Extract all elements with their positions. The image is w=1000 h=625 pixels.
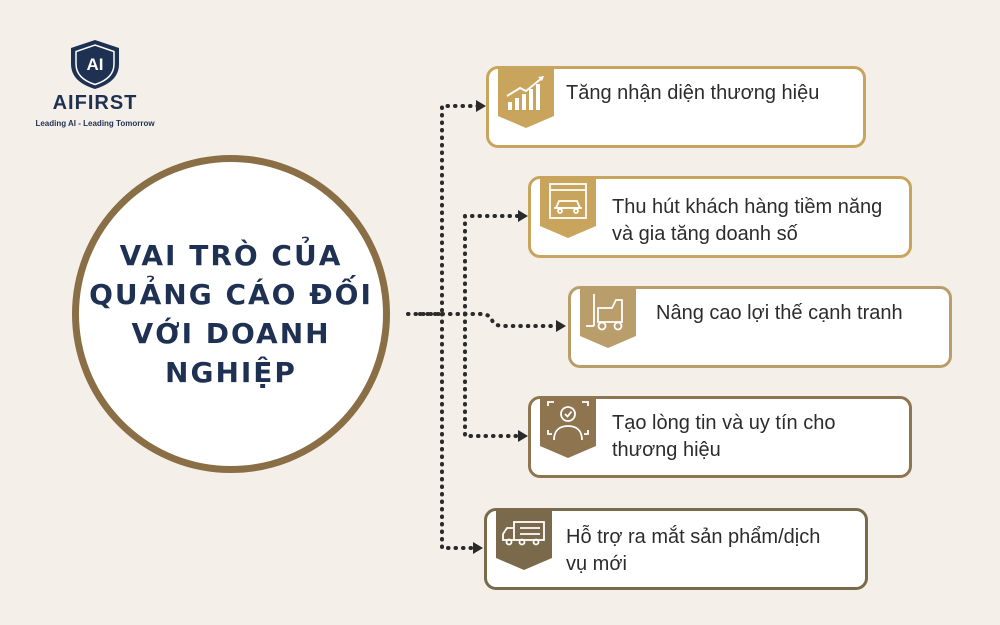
delivery-truck-icon (496, 508, 552, 570)
connector-3 (463, 312, 560, 328)
arrowhead-4 (518, 430, 528, 442)
role-label-5: Hỗ trợ ra mắt sản phẩm/dịch vụ mới (566, 526, 821, 575)
arrowhead-2 (518, 210, 528, 222)
diagram-title: VAI TRÒ CỦA QUẢNG CÁO ĐỐI VỚI DOANH NGHI… (89, 239, 373, 389)
forklift-icon (580, 286, 636, 348)
role-label-1: Tăng nhận diện thương hiệu (566, 82, 820, 104)
role-label-4: Tạo lòng tin và uy tín cho thương hiệu (612, 412, 836, 461)
brand-name: AIFIRST (52, 92, 138, 114)
role-label-2: Thu hút khách hàng tiềm năng và gia tăng… (612, 196, 883, 245)
arrowhead-5 (473, 542, 483, 554)
arrowhead-3 (556, 320, 566, 332)
brand-logo: AI AIFIRST Leading AI - Leading Tomorrow (30, 38, 160, 128)
center-title: VAI TRÒ CỦA QUẢNG CÁO ĐỐI VỚI DOANH NGHI… (72, 155, 390, 473)
arrowhead-1 (476, 100, 486, 112)
logo-mark: AI (87, 55, 104, 74)
growth-chart-icon (498, 66, 554, 128)
connector-1 (406, 104, 480, 316)
shop-car-icon (540, 176, 596, 238)
connector-4 (463, 312, 522, 438)
connector-5 (440, 312, 477, 550)
connector-2 (418, 214, 522, 316)
brand-tagline: Leading AI - Leading Tomorrow (35, 119, 155, 128)
role-label-3: Nâng cao lợi thế cạnh tranh (656, 302, 903, 324)
shield-logo-icon: AI (71, 40, 119, 89)
trusted-person-icon (540, 396, 596, 458)
center-circle (72, 155, 390, 473)
